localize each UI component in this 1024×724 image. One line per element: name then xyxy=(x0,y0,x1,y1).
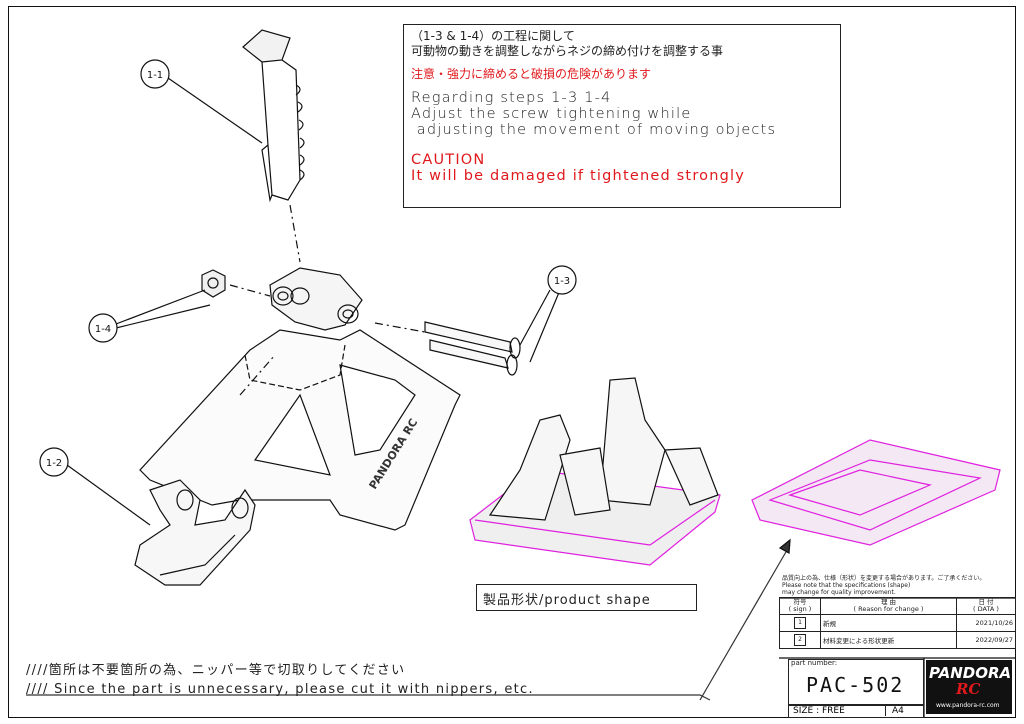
revision-caption-en2: may change for quality improvement. xyxy=(782,589,896,596)
part-1-3-pin xyxy=(424,321,521,376)
note-jp-line2: 可動物の動きを調整しながらネジの締め付けを調整する事 xyxy=(411,44,724,58)
callout-1-1: 1-1 xyxy=(147,70,163,81)
footnote-jp: ////箇所は不要箇所の為、ニッパー等で切取りしてください xyxy=(26,663,406,678)
table-row: 2 材料変更による形状更新 2022/09/27 xyxy=(779,631,1016,649)
col-date-en: ( DATA ) xyxy=(973,605,999,613)
product-shape-label: 製品形状/product shape xyxy=(476,584,697,611)
pandora-rc-logo: PANDORA RC www.pandora-rc.com xyxy=(926,660,1012,714)
callout-1-3: 1-3 xyxy=(554,276,570,287)
note-en-line2: Adjust the screw tightening while xyxy=(411,106,692,122)
revision-caption-en1: Please note that the specifications (sha… xyxy=(782,582,911,589)
part-stand-body xyxy=(139,267,461,531)
col-date: 日 付 xyxy=(978,598,994,606)
note-en-line3: adjusting the movement of moving objects xyxy=(411,122,777,138)
callout-1-2: 1-2 xyxy=(46,458,62,469)
col-reason-en: ( Reason for change ) xyxy=(853,605,924,613)
part-number: PAC-502 xyxy=(806,673,905,697)
revision-date: 2022/09/27 xyxy=(956,631,1016,649)
col-reason: 理 由 xyxy=(880,598,897,606)
assembly-note-box: （1-3 & 1-4）の工程に関して 可動物の動きを調整しながらネジの締め付けを… xyxy=(403,24,841,208)
callout-1-4: 1-4 xyxy=(95,324,111,335)
logo-sub: RC xyxy=(956,680,981,698)
size-label: SIZE : FREE xyxy=(793,706,845,716)
part-1-1-arm xyxy=(242,29,305,203)
part-number-box xyxy=(788,659,924,705)
part-number-label: part number: xyxy=(791,659,838,667)
logo-brand: PANDORA xyxy=(929,664,1012,682)
title-block: 品質向上の為、仕様（形状）を変更する場合があります。ご了承ください。 Pleas… xyxy=(779,575,1016,718)
revision-reason: 新規 xyxy=(820,614,957,632)
part-1-2-shackle xyxy=(134,479,256,586)
note-en-line1: Regarding steps 1-3 1-4 xyxy=(411,90,612,106)
revision-reason: 材料変更による形状更新 xyxy=(820,631,957,649)
drawing-frame xyxy=(8,6,1016,718)
logo-url: www.pandora-rc.com xyxy=(936,702,1000,709)
product-shape-sprue-right xyxy=(751,439,1001,546)
note-caution-text: It will be damaged if tightened strongly xyxy=(411,168,746,184)
product-shape-sprue-left xyxy=(469,377,721,566)
table-row: 1 新規 2021/10/26 xyxy=(779,614,1016,632)
footnote-en: //// Since the part is unnecessary, plea… xyxy=(26,682,534,697)
revision-date: 2021/10/26 xyxy=(956,614,1016,632)
revision-table: 符号( sign ) 理 由( Reason for change ) 日 付(… xyxy=(779,597,1016,649)
note-jp-caution: 注意・強力に締めると破損の危険があります xyxy=(411,67,652,81)
revision-sign-triangle: 1 xyxy=(794,617,806,629)
col-sign: 符号 xyxy=(793,598,807,606)
revision-caption-jp: 品質向上の為、仕様（形状）を変更する場合があります。ご了承ください。 xyxy=(782,575,986,582)
part-1-4-nut xyxy=(201,269,226,298)
revision-sign-triangle: 2 xyxy=(794,634,806,646)
size-row: SIZE : FREE A4 xyxy=(788,705,924,718)
note-caution-title: CAUTION xyxy=(411,152,486,168)
note-jp-line1: （1-3 & 1-4）の工程に関して xyxy=(411,29,575,43)
paper-size: A4 xyxy=(885,706,904,716)
col-sign-en: ( sign ) xyxy=(788,605,812,613)
